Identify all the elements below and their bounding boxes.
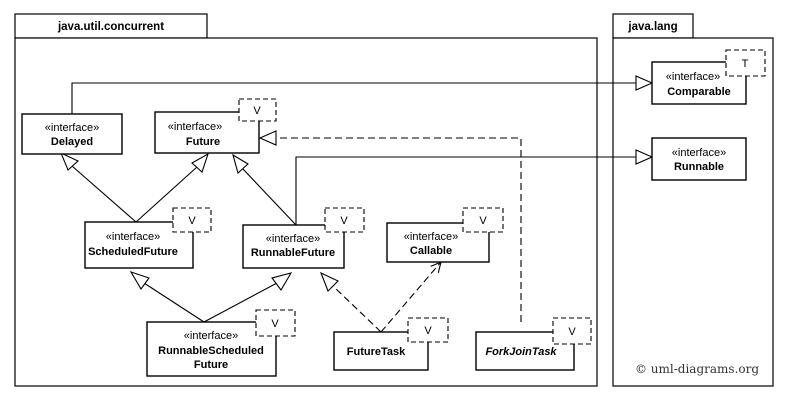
- type-parameter: V: [271, 318, 279, 330]
- type-parameter-box: [255, 309, 296, 337]
- class-runnable-future[interactable]: «interface» RunnableFuture V: [242, 207, 365, 269]
- futuretask-to-runnablefuture-line: [332, 285, 382, 333]
- class-name-fork-join-task: ForkJoinTask: [485, 346, 557, 358]
- type-parameter-box: [407, 317, 449, 343]
- class-runnable-scheduled-future[interactable]: «interface» RunnableScheduled Future V: [146, 309, 296, 377]
- stereotype-label: «interface»: [106, 231, 160, 243]
- scheduledfuture-to-delayed-line: [71, 165, 137, 223]
- class-name-callable: Callable: [410, 245, 452, 257]
- type-parameter: V: [340, 215, 348, 227]
- stereotype-label: «interface»: [404, 231, 458, 243]
- generalization-arrowhead: [232, 153, 249, 175]
- type-parameter: V: [253, 105, 261, 117]
- delayed-to-comparable-line: [71, 82, 636, 114]
- copyright-text: © uml-diagrams.org: [635, 362, 759, 376]
- package-java-lang: java.lang: [612, 13, 774, 387]
- generalization-arrowhead: [129, 271, 150, 291]
- class-comparable[interactable]: «interface» Comparable T: [651, 49, 766, 105]
- class-name-future-task: FutureTask: [347, 346, 406, 358]
- package-label-concurrent: java.util.concurrent: [57, 21, 164, 33]
- class-name-delayed: Delayed: [51, 136, 93, 148]
- class-runnable[interactable]: «interface» Runnable: [651, 137, 747, 181]
- class-scheduled-future[interactable]: «interface» ScheduledFuture V: [84, 207, 212, 269]
- generalization-arrowhead: [635, 149, 654, 165]
- generalization-arrowhead: [191, 152, 209, 173]
- class-callable[interactable]: «interface» Callable V: [386, 207, 504, 263]
- class-name-scheduled-future: ScheduledFuture: [88, 246, 178, 258]
- class-name-runnable-future: RunnableFuture: [251, 247, 335, 259]
- runnablefuture-to-future-line: [241, 167, 297, 226]
- class-fork-join-task[interactable]: ForkJoinTask V: [475, 317, 592, 371]
- futuretask-to-callable-dependency: [380, 261, 442, 333]
- stereotype-label: «interface»: [672, 147, 726, 159]
- class-future[interactable]: «interface» Future V: [154, 98, 277, 154]
- connectors: [59, 75, 654, 333]
- type-parameter-box: [324, 207, 365, 233]
- class-future-task[interactable]: FutureTask V: [333, 317, 449, 371]
- class-name-comparable: Comparable: [667, 86, 731, 98]
- stereotype-label: «interface»: [266, 233, 320, 245]
- type-parameter: V: [479, 215, 487, 227]
- type-parameter-box: [238, 98, 277, 122]
- generalization-arrowhead: [59, 151, 79, 171]
- type-parameter-box: [172, 207, 212, 233]
- rsf-to-scheduledfuture-line: [143, 282, 205, 323]
- generalization-arrowhead: [635, 75, 654, 91]
- realization-arrowhead: [258, 130, 277, 146]
- package-java-util-concurrent: java.util.concurrent: [14, 13, 598, 387]
- type-parameter-box: [552, 317, 592, 345]
- rsf-to-runnablefuture-line: [203, 282, 278, 323]
- class-name-runnable: Runnable: [674, 161, 724, 173]
- class-delayed[interactable]: «interface» Delayed: [21, 113, 123, 155]
- realization-arrowhead: [319, 271, 339, 292]
- type-parameter-box: [725, 49, 766, 77]
- stereotype-label: «interface»: [184, 330, 238, 342]
- generalization-arrowhead: [271, 272, 293, 291]
- stereotype-label: «interface»: [168, 121, 222, 133]
- runnablefuture-to-runnable-line: [295, 156, 636, 225]
- type-parameter: T: [742, 58, 749, 70]
- package-label-lang: java.lang: [627, 21, 677, 33]
- class-name-rsf-line2: Future: [194, 359, 228, 371]
- scheduledfuture-to-future-line: [135, 166, 198, 223]
- type-parameter: V: [424, 325, 432, 337]
- type-parameter-box: [462, 207, 504, 233]
- stereotype-label: «interface»: [45, 122, 99, 134]
- type-parameter: V: [188, 215, 196, 227]
- type-parameter: V: [568, 326, 576, 338]
- forkjointask-to-future-line: [276, 137, 522, 322]
- stereotype-label: «interface»: [666, 71, 720, 83]
- class-name-rsf-line1: RunnableScheduled: [158, 345, 264, 357]
- class-name-future: Future: [186, 136, 220, 148]
